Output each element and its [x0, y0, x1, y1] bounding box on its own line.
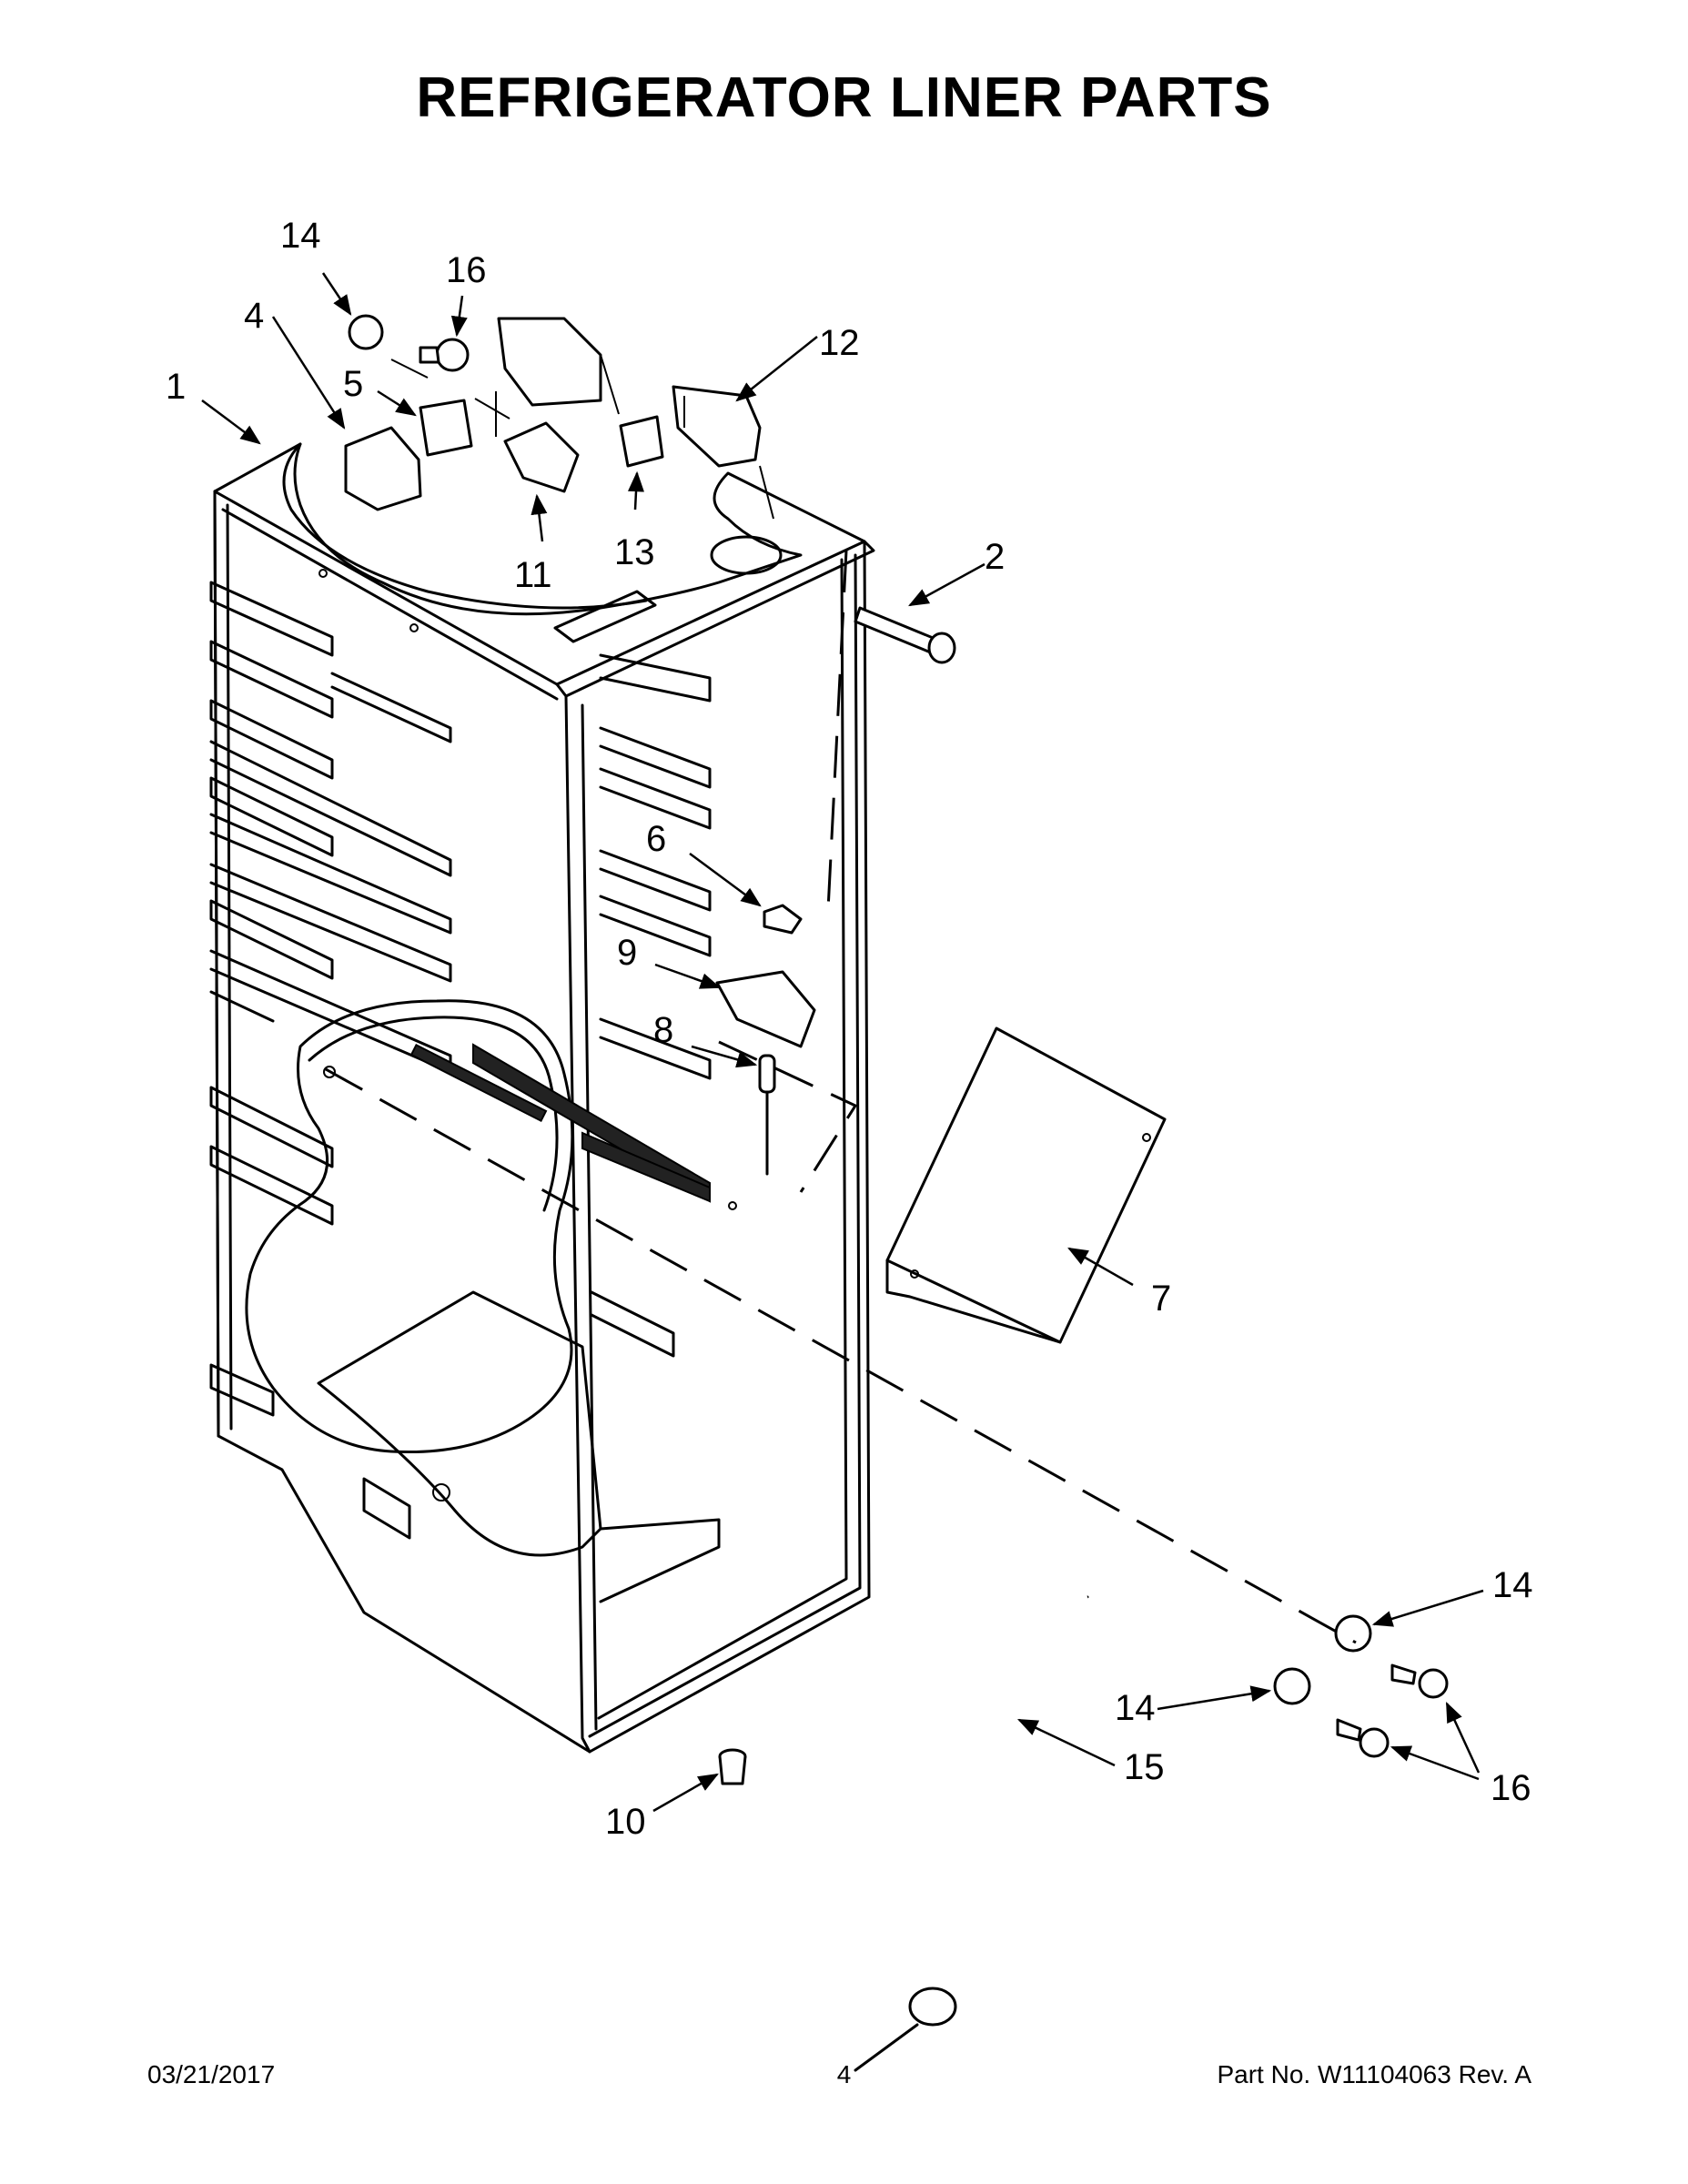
callout-13: 13	[614, 532, 655, 572]
part-5	[419, 399, 473, 457]
footer-part-number: Part No. W11104063 Rev. A	[1217, 2060, 1531, 2088]
callout-7: 7	[1151, 1279, 1171, 1319]
part-12	[672, 385, 762, 468]
part-14-right-b	[1273, 1667, 1311, 1705]
top-bracket	[497, 317, 602, 407]
part-6	[763, 904, 803, 935]
part-11	[503, 421, 580, 493]
callout-14-right-a: 14	[1492, 1565, 1533, 1605]
assembly-line-mid	[718, 1040, 858, 1193]
part-9	[715, 970, 816, 1048]
callout-16-top: 16	[446, 250, 487, 290]
callout-10: 10	[605, 1802, 646, 1842]
assembly-line-long	[325, 1067, 1357, 1644]
part-16-right-a	[1390, 1663, 1449, 1699]
callout-16-right: 16	[1491, 1768, 1531, 1808]
part-8-probe	[758, 1054, 776, 1176]
part-10	[718, 1748, 747, 1785]
callout-8: 8	[653, 1010, 673, 1050]
callout-5: 5	[343, 364, 363, 404]
callout-6: 6	[646, 819, 666, 859]
callout-labels: 1 2 4 5 6 7 8 9 10 11 12 13 14 14 14 15 …	[166, 216, 1533, 1842]
callout-14-right-b: 14	[1115, 1688, 1156, 1728]
callout-2: 2	[985, 537, 1005, 577]
footer-page-number: 4	[836, 2060, 852, 2088]
part-13	[619, 415, 664, 468]
part-2-tube	[854, 606, 956, 664]
leader-arrows	[201, 272, 1484, 1813]
callout-15: 15	[1124, 1747, 1165, 1787]
part-16-top	[419, 338, 470, 372]
footer-date: 03/21/2017	[147, 2060, 276, 2088]
refrigerator-liner	[209, 442, 875, 1754]
callout-14-top: 14	[280, 216, 321, 256]
callout-4: 4	[244, 296, 264, 336]
callout-9: 9	[617, 933, 637, 973]
page-title: REFRIGERATOR LINER PARTS	[416, 66, 1272, 129]
callout-1: 1	[166, 367, 186, 407]
part-4	[344, 426, 422, 511]
callout-11: 11	[514, 555, 552, 595]
part-7-cover	[885, 1026, 1167, 1344]
part-14-top	[348, 314, 384, 350]
part-16-right-b	[1336, 1718, 1390, 1758]
part-15-hose	[854, 1592, 1089, 2072]
part-14-right-a	[1334, 1614, 1372, 1653]
callout-12: 12	[819, 323, 860, 363]
